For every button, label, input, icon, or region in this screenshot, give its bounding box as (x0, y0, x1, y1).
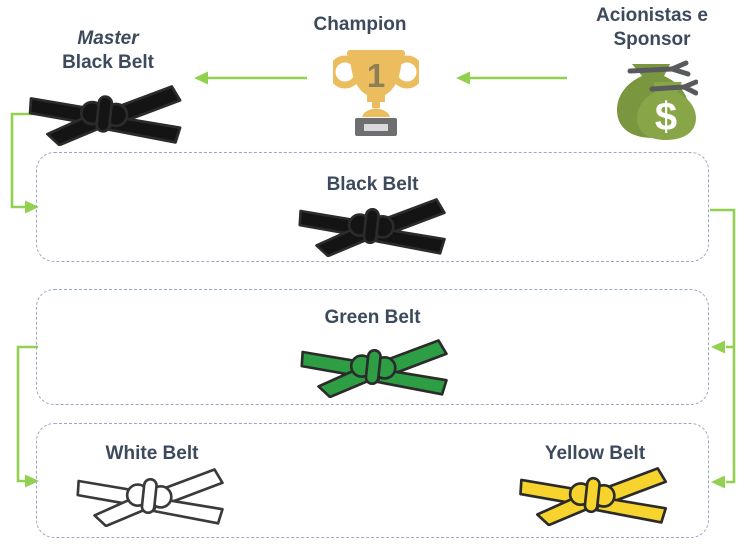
master-label-line2: Black Belt (62, 52, 154, 73)
box-black-belt: Black Belt (36, 152, 709, 262)
box-green-belt: Green Belt (36, 289, 709, 405)
master-black-belt-label: Master Black Belt (28, 27, 188, 75)
arrowhead-into-blackbelt-box (25, 200, 39, 214)
money-bags-icon: $ (617, 60, 698, 140)
black-belt-icon (298, 198, 446, 257)
trophy-icon: 1 (333, 50, 419, 136)
black-belt-title: Black Belt (326, 174, 419, 195)
trophy-plate (364, 124, 388, 131)
arrowhead-to-master (194, 71, 208, 85)
trophy-number: 1 (367, 57, 385, 94)
box-white-yellow-belt (36, 423, 709, 538)
arrowhead-into-greenbelt-box (711, 340, 725, 354)
sponsor-label-line1: Acionistas e (596, 5, 708, 26)
green-belt-title: Green Belt (324, 307, 421, 328)
arrowhead-into-bottom-box-right (711, 475, 725, 489)
connector-master-to-blackbelt (10, 112, 36, 209)
sponsor-label-line2: Sponsor (613, 29, 691, 50)
arrowhead-to-champion (456, 71, 470, 85)
champion-label: Champion (313, 14, 407, 35)
yellow-belt-icon (519, 467, 668, 526)
dollar-sign: $ (655, 95, 677, 139)
master-black-belt-icon (28, 85, 182, 146)
white-belt-icon (76, 468, 224, 527)
sponsor-label: Acionistas e Sponsor (572, 4, 732, 52)
yellow-belt-title: Yellow Belt (544, 443, 646, 464)
white-belt-title: White Belt (105, 443, 199, 464)
money-bag-front (637, 82, 696, 140)
master-label-line1: Master (77, 28, 139, 49)
connector-greenbelt-to-bottom (16, 345, 38, 483)
arrowhead-into-bottom-box-left (25, 474, 39, 488)
green-belt-icon (300, 339, 448, 398)
